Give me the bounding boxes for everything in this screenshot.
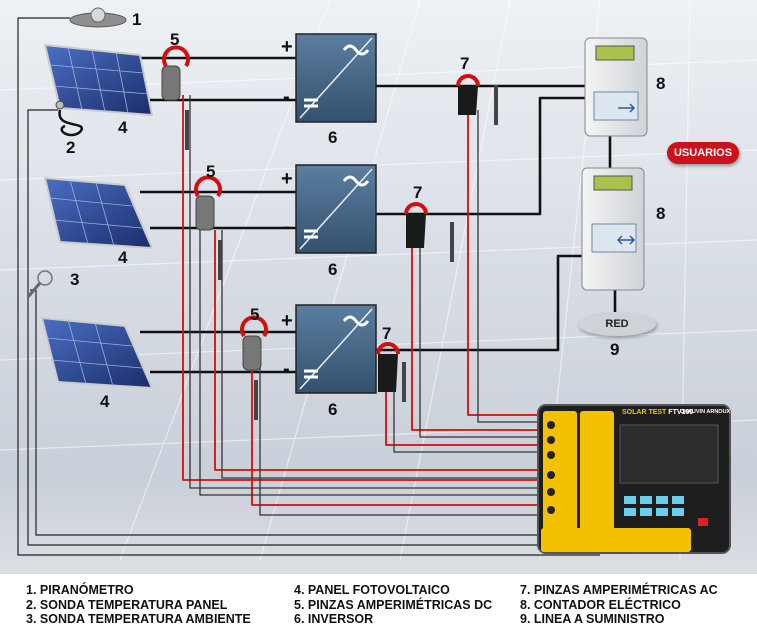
plus-sign: + (281, 168, 293, 190)
label-inverter-1-num: 6 (328, 128, 338, 147)
dc-clamp-2-icon (194, 175, 222, 231)
minus-sign: - (283, 358, 290, 380)
device-brand-text: SOLAR TEST (622, 409, 667, 416)
legend-item: 7. PINZAS AMPERIMÉTRICAS AC (520, 583, 718, 597)
label-ac-clamp-3-num: 7 (382, 324, 392, 343)
device-brand: SOLAR TEST FTV100 (622, 409, 693, 416)
legend: 1. PIRANÓMETRO 2. SONDA TEMPERATURA PANE… (0, 574, 757, 635)
pyranometer-icon (69, 7, 127, 28)
label-dc-clamp-1-num: 5 (170, 30, 180, 49)
inverter-3-icon (295, 304, 377, 394)
device-maker: CHAUVIN ARNOUX (680, 409, 731, 415)
legend-item: 3. SONDA TEMPERATURA AMBIENTE (26, 612, 251, 626)
device-model-text: FTV100 (668, 409, 694, 416)
legend-column-1: 1. PIRANÓMETRO 2. SONDA TEMPERATURA PANE… (26, 583, 251, 627)
ftv100-device-icon (537, 404, 731, 554)
legend-item: 4. PANEL FOTOVOLTAICO (294, 583, 450, 597)
measure-wires-dark (189, 95, 540, 516)
energy-meter-2-icon (581, 167, 645, 291)
ac-clamp-2-icon (404, 202, 428, 248)
panel-temp-probe-icon (55, 100, 84, 137)
ac-clamp-1-icon (456, 74, 480, 115)
solar-panel-1-icon (43, 43, 154, 117)
label-meter-1-num: 8 (656, 74, 666, 93)
legend-item: 2. SONDA TEMPERATURA PANEL (26, 597, 228, 612)
label-inverter-2-num: 6 (328, 260, 338, 279)
legend-item: 6. INVERSOR (294, 612, 374, 626)
legend-item: 9. LINEA A SUMINISTRO (520, 612, 665, 626)
label-panel-2-num: 4 (118, 248, 128, 267)
label-grid-line-num: 9 (610, 340, 620, 359)
dc-clamp-1-icon (161, 45, 190, 101)
plus-sign: + (281, 36, 293, 58)
inverter-2-icon (295, 164, 377, 254)
label-panel-probe-num: 2 (66, 138, 76, 157)
label-panel-3-num: 4 (100, 392, 110, 411)
minus-sign: - (283, 216, 290, 238)
legend-item: 8. CONTADOR ELÉCTRICO (520, 597, 681, 612)
label-ac-clamp-2-num: 7 (413, 183, 423, 202)
plus-sign: + (281, 310, 293, 332)
legend-item: 1. PIRANÓMETRO (26, 583, 134, 597)
label-dc-clamp-2-num: 5 (206, 162, 216, 181)
solar-panel-3-icon (40, 316, 154, 390)
inverter-1-icon (295, 33, 377, 123)
label-meter-2-num: 8 (656, 204, 666, 223)
label-ac-clamp-1-num: 7 (460, 54, 470, 73)
solar-panel-2-icon (43, 176, 154, 250)
label-pyranometer-num: 1 (132, 10, 142, 29)
energy-meter-1-icon (584, 37, 648, 137)
ac-clamp-3-icon (376, 342, 400, 392)
label-inverter-3-num: 6 (328, 400, 338, 419)
ambient-temp-probe-icon (26, 270, 53, 298)
label-ambient-probe-num: 3 (70, 270, 80, 289)
label-dc-clamp-3-num: 5 (250, 305, 260, 324)
probe-tips (185, 85, 498, 420)
usuarios-badge: USUARIOS (667, 142, 739, 164)
measure-wires-red (182, 95, 540, 506)
legend-column-2: 4. PANEL FOTOVOLTAICO 5. PINZAS AMPERIMÉ… (294, 583, 492, 627)
legend-column-3: 7. PINZAS AMPERIMÉTRICAS AC 8. CONTADOR … (520, 583, 718, 627)
red-grid-badge: RED (578, 312, 656, 336)
minus-sign: - (283, 86, 290, 108)
legend-item: 5. PINZAS AMPERIMÉTRICAS DC (294, 597, 493, 612)
label-panel-1-num: 4 (118, 118, 128, 137)
dc-clamp-3-icon (240, 315, 268, 371)
